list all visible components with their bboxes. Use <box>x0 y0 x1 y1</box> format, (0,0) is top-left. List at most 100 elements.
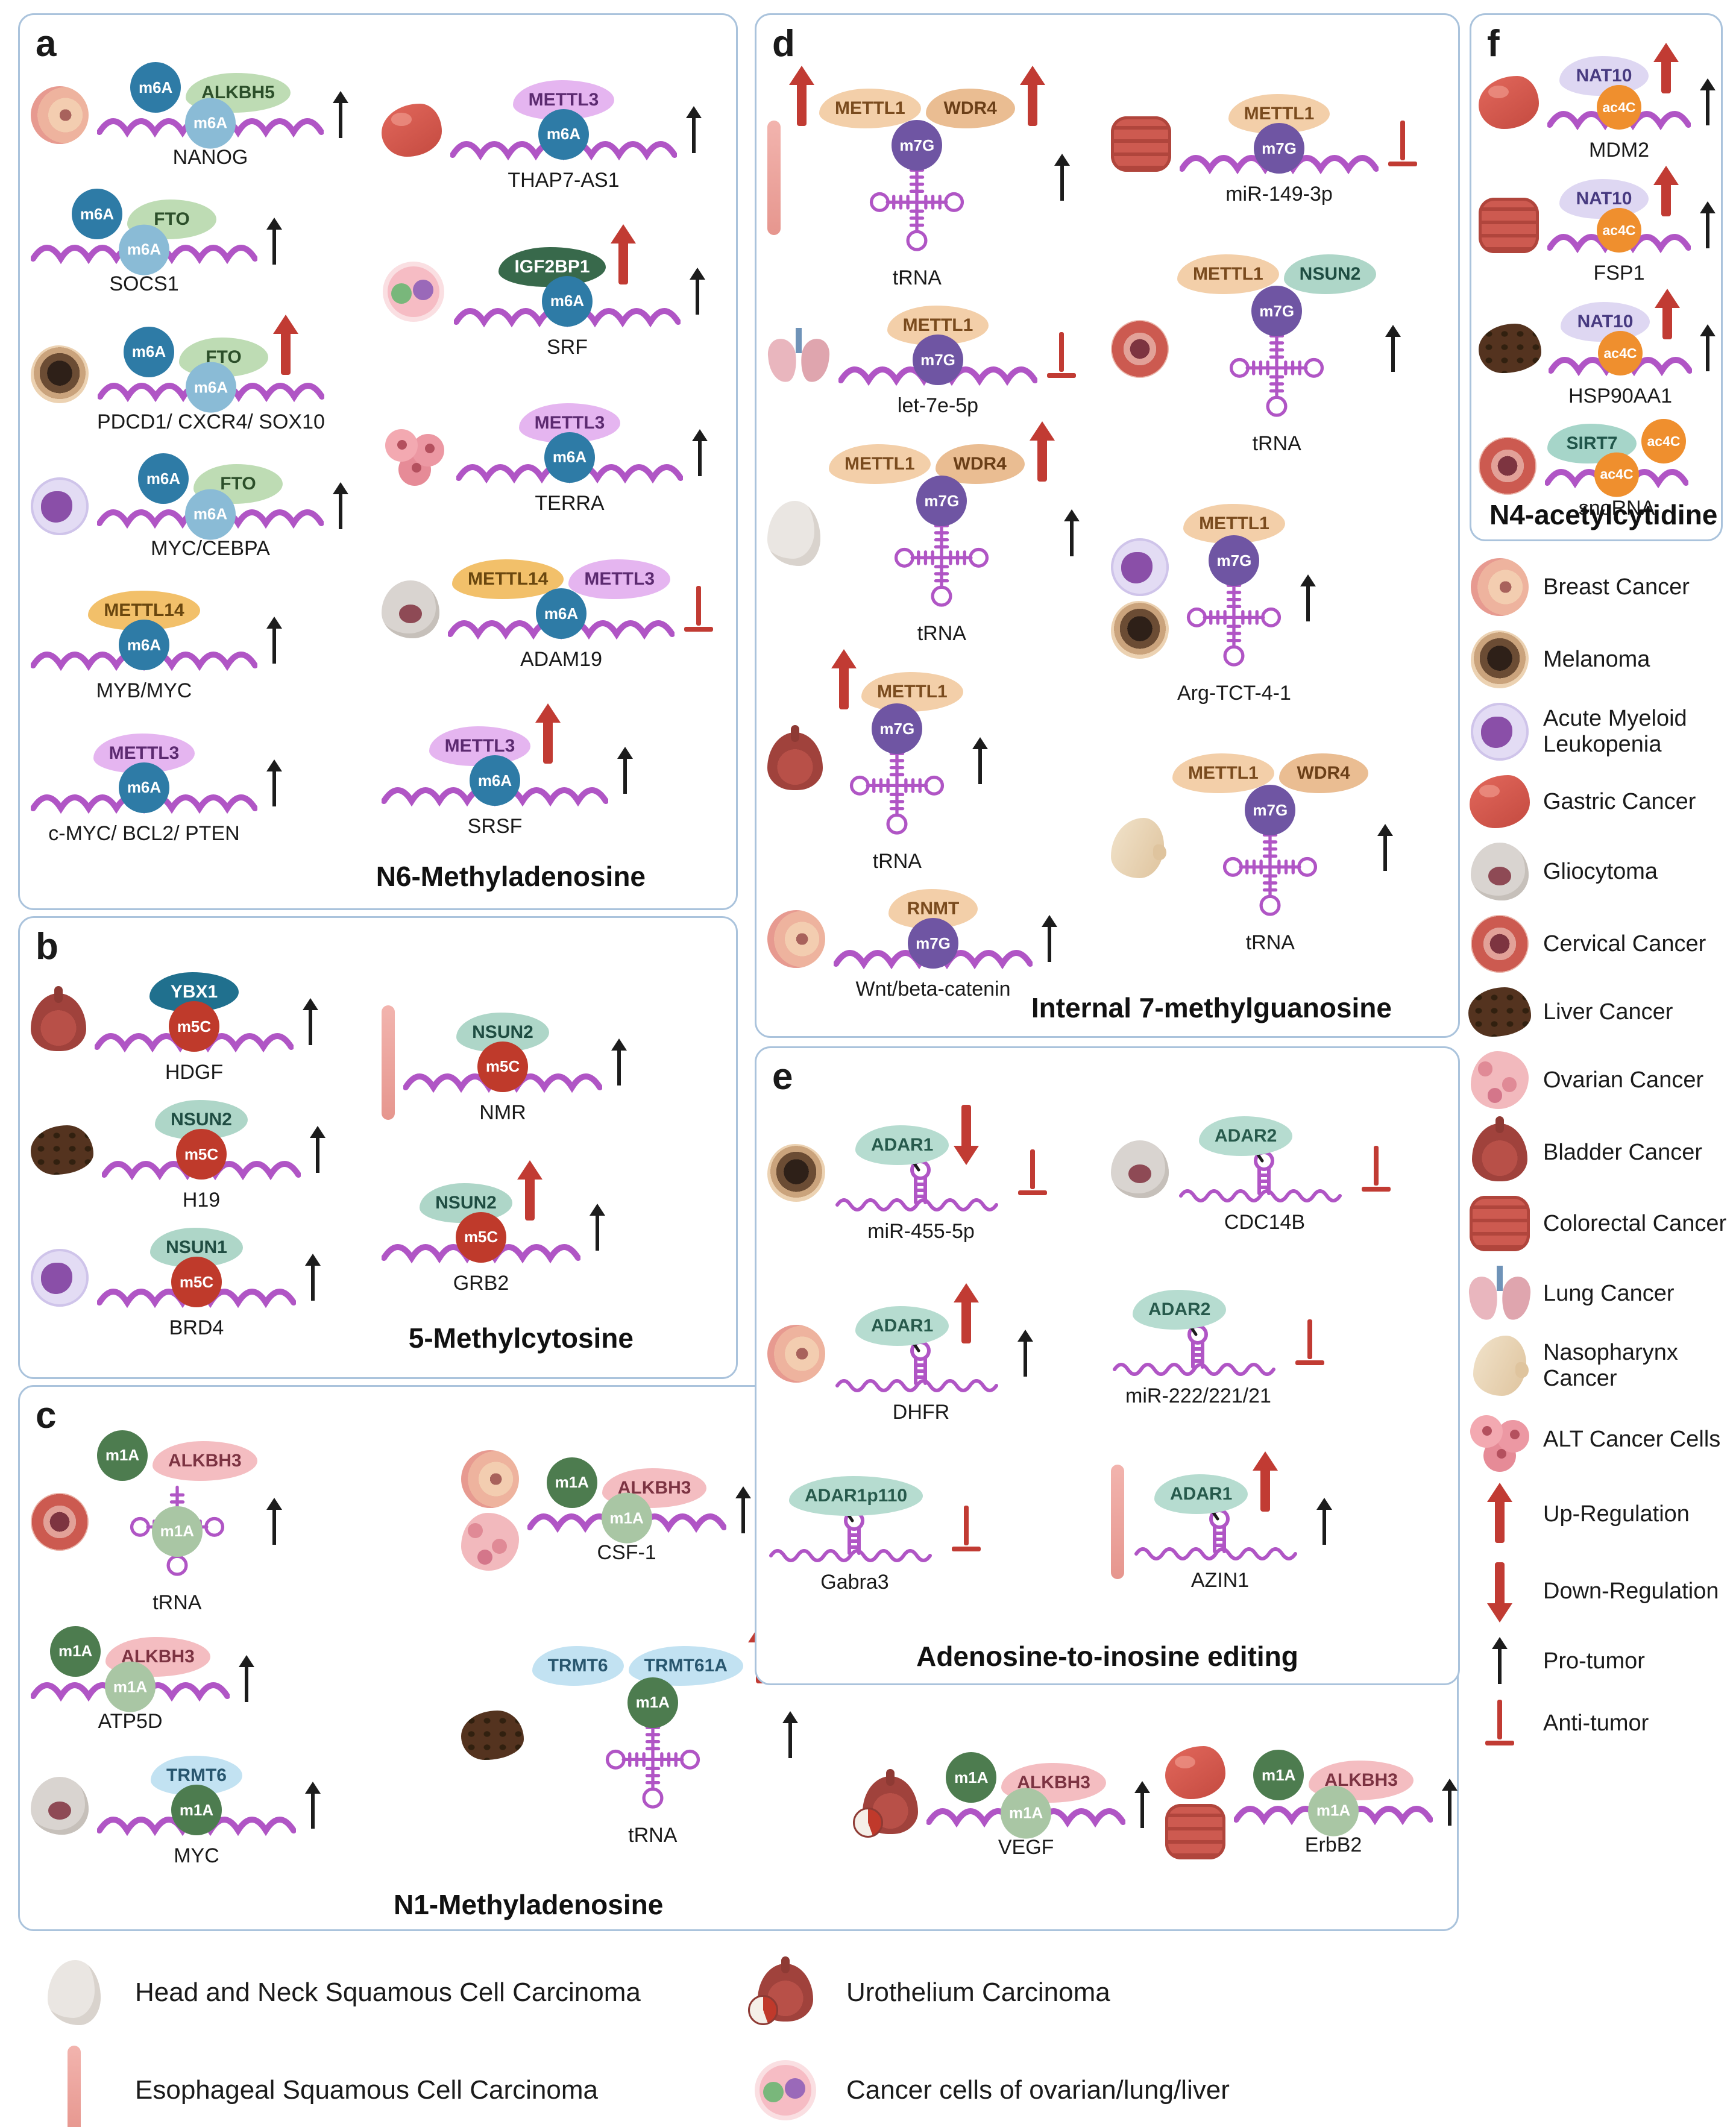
mark-m6a: m6A <box>185 489 236 540</box>
mark-m1a: m1A <box>105 1662 156 1713</box>
mark-m1a: m1A <box>97 1430 148 1481</box>
result-indicators <box>1387 121 1418 168</box>
pro-tumor-arrow <box>332 482 349 530</box>
enzyme-mettl1: METTL1 <box>887 306 989 345</box>
organ-icons <box>461 1450 519 1571</box>
target-label: CDC14B <box>1224 1211 1306 1234</box>
nasopharynx-icon <box>1473 1336 1529 1396</box>
enzyme-row: RNMT <box>888 877 978 929</box>
legend-label: Esophageal Squamous Cell Carcinoma <box>135 2075 598 2105</box>
liver-icon <box>461 1710 524 1760</box>
rna-structure: m1A <box>126 1482 228 1588</box>
legend-item: Breast Cancer <box>1466 558 1736 616</box>
up-regulation-arrow <box>1253 1451 1278 1514</box>
gastric-icon <box>1470 775 1530 828</box>
bladder-icon <box>31 993 86 1051</box>
legend-label: Liver Cancer <box>1543 999 1673 1025</box>
up-regulation-arrow <box>535 703 561 766</box>
enzyme-row: NAT10 <box>1559 43 1679 96</box>
target-label: VEGF <box>998 1836 1054 1859</box>
panel-title: N1-Methyladenosine <box>394 1889 664 1920</box>
anti-tumor-symbol <box>1360 1146 1392 1193</box>
enzyme-mettl1: METTL1 <box>1177 254 1279 294</box>
gastric-icon <box>1165 1746 1226 1799</box>
result-indicators <box>302 998 319 1046</box>
cervical-icon <box>1479 437 1536 495</box>
result-indicators <box>1377 824 1394 872</box>
organ-icons <box>1111 1465 1124 1579</box>
result-indicators <box>1063 509 1080 558</box>
mark-m6a: m6A <box>119 762 169 813</box>
mark-m6a: m6A <box>536 588 587 639</box>
panel-letter: d <box>772 23 795 64</box>
organ-icons <box>767 910 825 968</box>
enzyme-rnmt: RNMT <box>888 889 978 929</box>
organ-icons <box>31 345 89 403</box>
organ-icons <box>31 1125 93 1175</box>
enzyme-row: METTL1 <box>1183 492 1285 544</box>
enzyme-sirt7: SIRT7 <box>1547 424 1637 463</box>
anti-tumor-symbol <box>1017 1149 1048 1196</box>
melanoma-icon <box>31 345 89 403</box>
result-indicators <box>972 737 989 785</box>
mark-m1a: m1A <box>946 1752 997 1803</box>
enzyme-row: ADAR1 <box>834 1283 979 1346</box>
result-indicators <box>735 1486 752 1535</box>
target-label: NMR <box>479 1101 526 1124</box>
hnscc-icon <box>48 1960 101 2025</box>
organ-icons <box>382 103 442 157</box>
target-label: let-7e-5p <box>897 394 979 417</box>
legend-label: Down-Regulation <box>1543 1578 1719 1604</box>
urothelium-icon <box>748 1964 813 2025</box>
enzyme-row: NAT10 <box>1561 289 1680 342</box>
result-indicators <box>1017 1149 1048 1196</box>
target-label: Wnt/beta-catenin <box>855 978 1011 1001</box>
enzyme-nsun2: NSUN2 <box>456 1012 549 1052</box>
aml-icon <box>31 1249 89 1307</box>
nasopharynx-icon <box>1111 818 1166 878</box>
result-indicators <box>685 106 702 154</box>
legend-label: ALT Cancer Cells <box>1543 1426 1721 1452</box>
mark-m1a: m1A <box>627 1677 678 1728</box>
mark-m7g: m7G <box>913 335 963 385</box>
enzyme-nsun1: NSUN1 <box>150 1228 243 1268</box>
pro-tumor-arrow <box>1699 78 1716 127</box>
result-indicators <box>266 617 283 665</box>
panel-letter: e <box>772 1056 793 1098</box>
target-label: TERRA <box>535 491 605 515</box>
pro-tumor-arrow <box>309 1126 326 1174</box>
pro-tumor-arrow <box>735 1486 752 1535</box>
enzyme-row: ADAR1 <box>834 1102 979 1165</box>
organ-icons <box>1111 320 1169 378</box>
target-label: GRB2 <box>453 1271 509 1295</box>
target-label: ErbB2 <box>1304 1833 1362 1856</box>
enzyme-row: ADAR1 <box>1133 1451 1278 1514</box>
mark-m6a: m6A <box>72 189 122 240</box>
target-label: SRSF <box>467 815 523 838</box>
mark-m5c: m5C <box>176 1129 227 1180</box>
pro-tumor-arrow <box>1699 201 1716 250</box>
pro-tumor-arrow <box>1491 1637 1508 1685</box>
